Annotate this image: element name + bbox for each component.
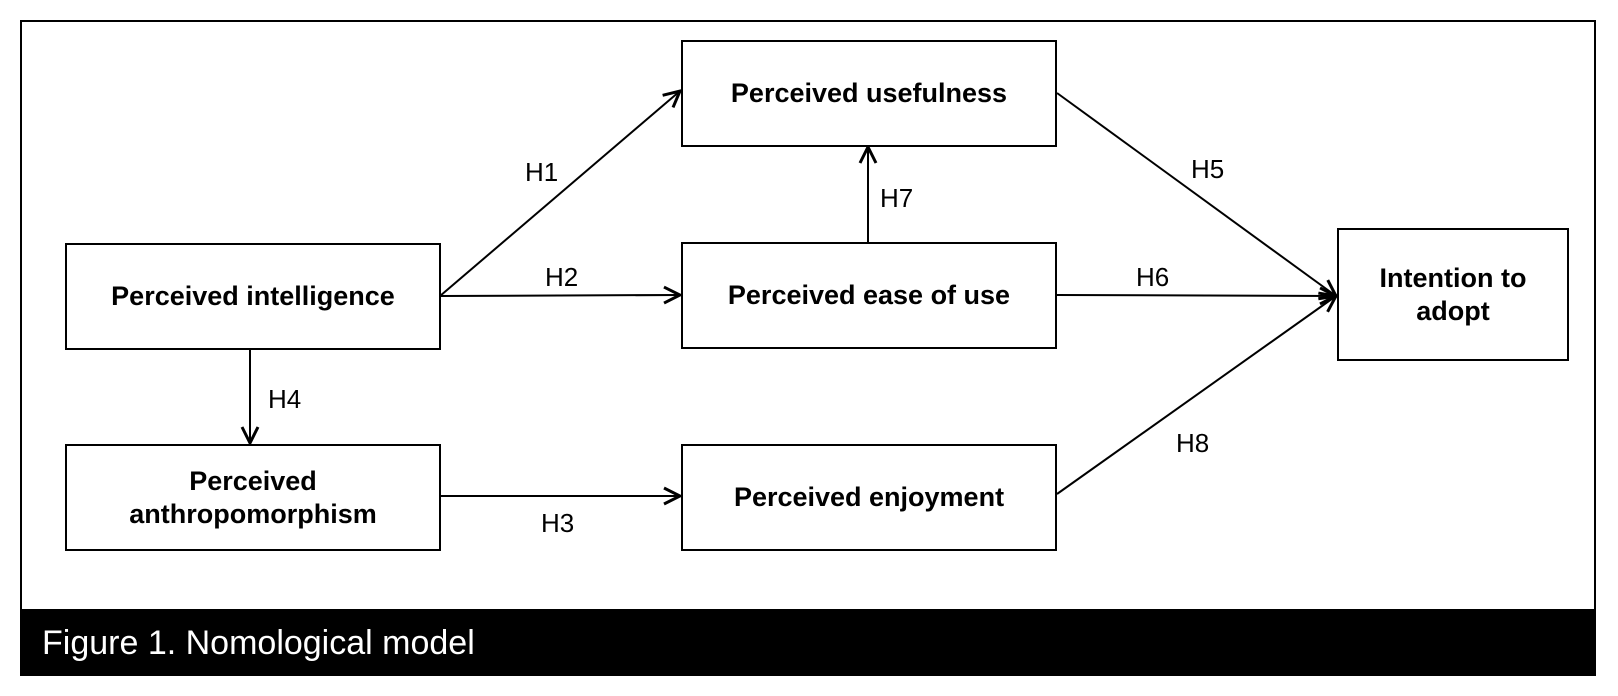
node-perceived-anthropomorphism-label: Perceived anthropomorphism	[129, 466, 377, 529]
figure-caption: Figure 1. Nomological model	[42, 623, 475, 662]
edge-label-h6: H6	[1136, 262, 1170, 292]
edge-label-h2: H2	[545, 262, 579, 292]
node-perceived-ease-of-use: Perceived ease of use	[681, 242, 1057, 349]
node-perceived-intelligence-label: Perceived intelligence	[111, 281, 395, 312]
node-perceived-usefulness-label: Perceived usefulness	[730, 78, 1008, 109]
node-perceived-enjoyment-label: Perceived enjoyment	[733, 482, 1005, 513]
edge-label-h3: H3	[541, 508, 575, 538]
edge-label-h1: H1	[525, 157, 559, 187]
edge-h5-arrow	[1056, 92, 1336, 296]
node-perceived-ease-of-use-label: Perceived ease of use	[727, 280, 1011, 311]
node-intention-to-adopt: Intention to adopt	[1337, 228, 1569, 361]
edge-h2-arrow	[439, 295, 680, 296]
edge-h6-arrow	[1056, 295, 1336, 296]
edge-label-h7: H7	[880, 183, 914, 213]
edge-label-h4: H4	[268, 384, 302, 414]
figure-caption-bar: Figure 1. Nomological model	[20, 609, 1596, 676]
edge-h8-arrow	[1056, 296, 1336, 495]
node-perceived-usefulness: Perceived usefulness	[681, 40, 1057, 147]
node-perceived-anthropomorphism: Perceived anthropomorphism	[65, 444, 441, 551]
edge-h1-arrow	[439, 91, 680, 297]
edge-label-h5: H5	[1191, 154, 1225, 184]
edge-label-h8: H8	[1176, 428, 1210, 458]
node-intention-to-adopt-label: Intention to adopt	[1379, 263, 1527, 326]
node-perceived-intelligence: Perceived intelligence	[65, 243, 441, 350]
node-perceived-enjoyment: Perceived enjoyment	[681, 444, 1057, 551]
